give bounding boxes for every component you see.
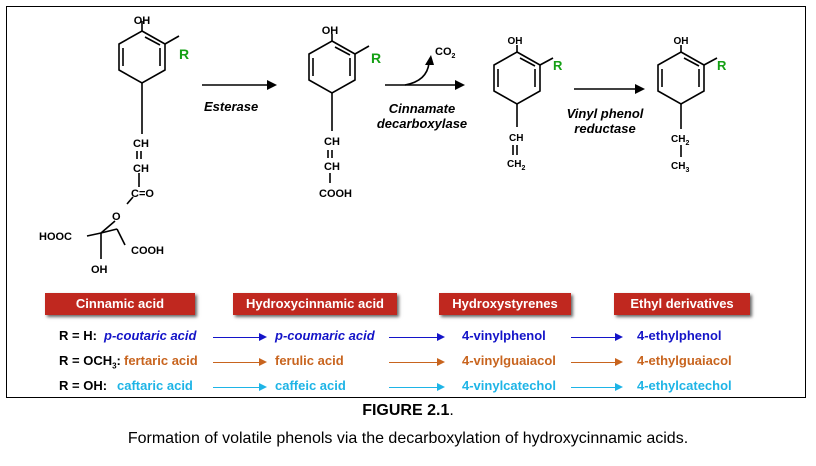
ethyl-name: 4-ethylcatechol (637, 378, 732, 393)
r-group-label: R (371, 50, 381, 66)
pathway-arrow (389, 333, 445, 341)
cooh-label: COOH (319, 188, 352, 200)
pathway-arrow (213, 358, 267, 366)
ch-label: CH (509, 133, 523, 144)
styrene-name: 4-vinylguaiacol (462, 353, 556, 368)
ch-label: CH (133, 163, 149, 175)
hooc-label: HOOC (39, 231, 72, 243)
oh-label: OH (91, 264, 108, 276)
carbonyl-label: C=O (131, 188, 154, 200)
cooh-label: COOH (131, 245, 164, 257)
decarboxylase-arrowhead (455, 80, 465, 90)
reductase-label: reductase (574, 121, 635, 136)
ethyl-name: 4-ethylphenol (637, 328, 722, 343)
ch3-label: CH3 (671, 161, 689, 174)
reaction-scheme: OH R CH CH C=O O HOOC COOH OH Esterase O… (39, 15, 727, 276)
figure-caption: Formation of volatile phenols via the de… (127, 430, 689, 447)
molecule-cinnamic-ester (86, 21, 180, 259)
compound-row-h: R = H: p-coutaric acid p-coumaric acid 4… (7, 328, 807, 348)
compound-row-oh: R = OH: caftaric acid caffeic acid 4-vin… (7, 378, 807, 398)
ch2-label: CH2 (507, 159, 525, 172)
molecule-hydroxycinnamic-acid (308, 34, 370, 183)
ch2-label: CH2 (671, 134, 689, 147)
figure-frame: OH R CH CH C=O O HOOC COOH OH Esterase O… (6, 6, 806, 398)
substituent-label: R = H: (59, 328, 97, 343)
r-group-label: R (553, 58, 563, 73)
ester-oxygen-label: O (112, 211, 121, 223)
co2-label: CO2 (435, 46, 456, 60)
esterase-label: Esterase (204, 99, 258, 114)
oh-label: OH (322, 25, 339, 37)
substituent-label: R = OH: (59, 378, 108, 393)
decarboxylase-label: decarboxylase (377, 116, 467, 131)
substituent-label: R = OCH3: (59, 353, 121, 371)
r-group-label: R (179, 46, 189, 62)
pathway-arrow (571, 333, 623, 341)
pathway-arrow (213, 333, 267, 341)
category-cinnamic-acid: Cinnamic acid (45, 293, 195, 315)
pathway-arrow (571, 358, 623, 366)
oh-label: OH (134, 15, 151, 27)
figure-number: FIGURE 2.1 (362, 402, 450, 419)
pathway-arrow (389, 358, 445, 366)
oh-label: OH (508, 36, 523, 47)
ch-label: CH (324, 136, 340, 148)
oh-label: OH (674, 36, 689, 47)
figure-label-punct: . (449, 402, 454, 419)
acid-name: p-coumaric acid (275, 328, 375, 343)
pathway-arrow (213, 383, 267, 391)
styrene-name: 4-vinylphenol (462, 328, 546, 343)
ester-name: fertaric acid (124, 353, 198, 368)
molecule-vinylphenol (493, 45, 554, 155)
category-hydroxystyrenes: Hydroxystyrenes (439, 293, 571, 315)
ester-name: caftaric acid (117, 378, 193, 393)
category-hydroxycinnamic-acid: Hydroxycinnamic acid (233, 293, 397, 315)
ethyl-name: 4-ethylguaiacol (637, 353, 732, 368)
decarboxylase-label: Cinnamate (389, 101, 455, 116)
styrene-name: 4-vinylcatechol (462, 378, 556, 393)
decarboxylase-arrow (385, 62, 457, 86)
category-ethyl-derivatives: Ethyl derivatives (614, 293, 750, 315)
acid-name: caffeic acid (275, 378, 346, 393)
pathway-arrow (389, 383, 445, 391)
r-group-label: R (717, 58, 727, 73)
ester-name: p-coutaric acid (104, 328, 197, 343)
reductase-label: Vinyl phenol (567, 106, 644, 121)
pathway-arrow (571, 383, 623, 391)
esterase-arrow (202, 80, 277, 90)
ch-label: CH (324, 161, 340, 173)
acid-name: ferulic acid (275, 353, 344, 368)
molecule-ethylphenol (657, 45, 718, 157)
figure-label: FIGURE 2.1. (0, 402, 816, 420)
reductase-arrow (574, 84, 645, 94)
ch-label: CH (133, 138, 149, 150)
co2-arrowhead (425, 55, 434, 65)
compound-row-och3: R = OCH3: fertaric acid ferulic acid 4-v… (7, 353, 807, 373)
